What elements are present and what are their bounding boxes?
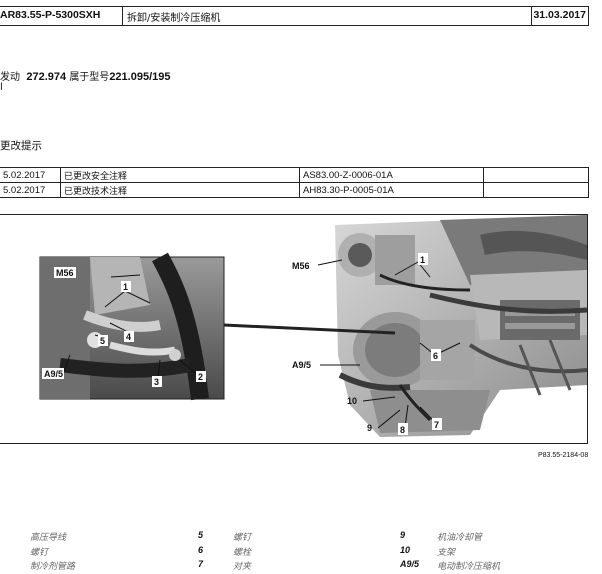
callout-1: 1 bbox=[420, 255, 425, 265]
engine-photo bbox=[322, 215, 587, 443]
legend-item: 6 bbox=[198, 545, 203, 556]
engine-code: 272.974 bbox=[26, 71, 67, 83]
change-note: 已更改安全注释 bbox=[60, 167, 300, 183]
validity-prefix: 发动 bbox=[0, 72, 20, 83]
doc-title: 拆卸/安装制冷压缩机 bbox=[127, 13, 221, 24]
legend-num: 10 bbox=[400, 545, 411, 555]
document-header: AR83.55-P-5300SXH 拆卸/安装制冷压缩机 31.03.2017 bbox=[0, 6, 589, 26]
doc-title-cell: 拆卸/安装制冷压缩机 bbox=[123, 7, 532, 25]
legend-text: 电动制冷压缩机 bbox=[437, 562, 501, 572]
inset-connector-line bbox=[223, 323, 396, 335]
callout-m56: M56 bbox=[292, 261, 310, 271]
legend-num: 6 bbox=[198, 545, 204, 555]
change-extra bbox=[483, 167, 589, 183]
callout-3: 3 bbox=[154, 377, 159, 387]
legend-item: 5 bbox=[198, 530, 203, 541]
legend-item: 7 bbox=[198, 559, 203, 570]
callout-1-inset: 1 bbox=[123, 282, 128, 292]
change-ref-link[interactable]: AS83.00-Z-0006-01A bbox=[299, 167, 484, 183]
legend-item: A9/5 bbox=[400, 559, 419, 570]
change-note: 已更改技术注释 bbox=[60, 182, 300, 198]
legend-item: 制冷剂管路 bbox=[30, 562, 76, 572]
callout-7: 7 bbox=[434, 420, 439, 430]
table-row: 5.02.2017 已更改技术注释 AH83.30-P-0005-01A bbox=[0, 182, 589, 198]
doc-code: AR83.55-P-5300SXH bbox=[0, 9, 101, 21]
changes-table: 5.02.2017 已更改安全注释 AS83.00-Z-0006-01A 5.0… bbox=[0, 167, 589, 198]
legend-num: 5 bbox=[198, 530, 204, 540]
change-extra bbox=[483, 182, 589, 198]
legend-num: A9/5 bbox=[400, 559, 420, 569]
legend-text: 对夹 bbox=[233, 562, 252, 572]
model-code: 221.095/195 bbox=[109, 71, 171, 83]
callout-a95: A9/5 bbox=[292, 360, 311, 370]
legend-item: 9 bbox=[400, 530, 405, 541]
legend-num: 7 bbox=[198, 559, 204, 569]
callout-6: 6 bbox=[433, 351, 438, 361]
change-date: 5.02.2017 bbox=[0, 182, 61, 198]
legend-item: 10 bbox=[400, 545, 410, 556]
legend-text: 螺栓 bbox=[233, 548, 252, 558]
validity-line-2: l bbox=[0, 82, 3, 93]
change-date: 5.02.2017 bbox=[0, 167, 61, 183]
changes-title: 更改提示 bbox=[0, 140, 42, 152]
callout-10: 10 bbox=[347, 396, 357, 406]
callout-a95-inset: A9/5 bbox=[44, 369, 63, 379]
legend-text: 机油冷却管 bbox=[437, 533, 483, 543]
legend-text: 螺钉 bbox=[233, 533, 252, 543]
callout-8: 8 bbox=[400, 425, 405, 435]
validity-line: 发动 272.974 属于型号221.095/195 bbox=[0, 68, 170, 83]
legend-item: 螺钉 bbox=[30, 548, 49, 558]
callout-m56-inset: M56 bbox=[56, 268, 74, 278]
change-ref-link[interactable]: AH83.30-P-0005-01A bbox=[299, 182, 484, 198]
callout-5: 5 bbox=[100, 336, 105, 346]
engine-illustration: M56 1 4 5 3 2 A9/5 M56 1 A9/5 6 10 9 8 7 bbox=[39, 215, 587, 443]
table-row: 5.02.2017 已更改安全注释 AS83.00-Z-0006-01A bbox=[0, 167, 589, 183]
doc-code-cell: AR83.55-P-5300SXH bbox=[0, 7, 123, 25]
legend-item: 高压导线 bbox=[30, 533, 67, 543]
callout-2: 2 bbox=[198, 372, 203, 382]
legend-num: 9 bbox=[400, 530, 406, 540]
figure-frame: M56 1 4 5 3 2 A9/5 M56 1 A9/5 6 10 9 8 7 bbox=[0, 214, 588, 444]
doc-date: 31.03.2017 bbox=[533, 9, 586, 21]
doc-date-cell: 31.03.2017 bbox=[532, 7, 588, 25]
belongs-to: 属于型号 bbox=[69, 72, 110, 83]
figure-reference: P83.55-2184-08 bbox=[538, 452, 589, 459]
callout-9: 9 bbox=[367, 423, 372, 433]
legend-text: 支架 bbox=[437, 548, 456, 558]
callout-4: 4 bbox=[126, 332, 131, 342]
